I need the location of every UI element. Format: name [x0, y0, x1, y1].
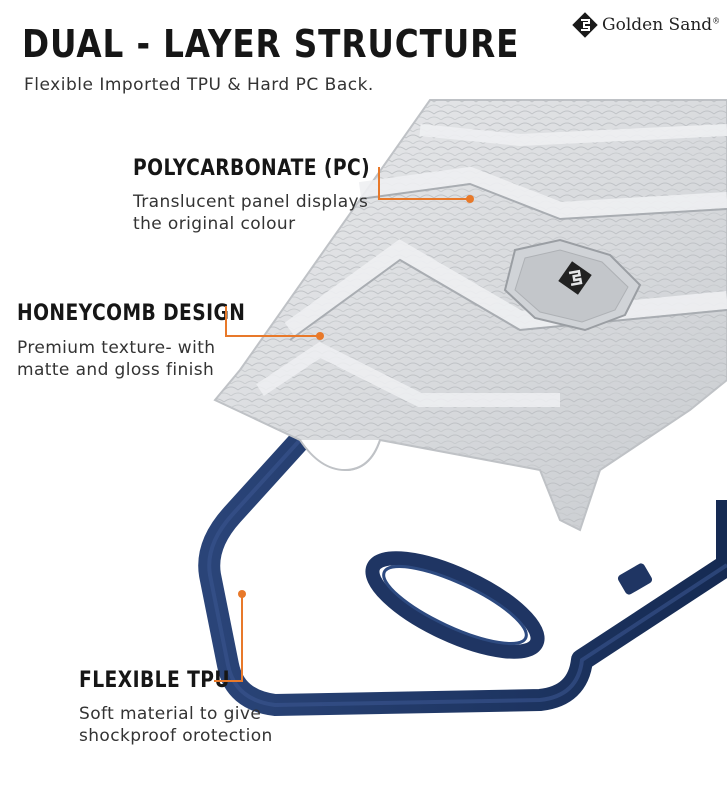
- page-subtitle: Flexible Imported TPU & Hard PC Back.: [24, 75, 374, 95]
- feature-honeycomb-title: HONEYCOMB DESIGN: [17, 301, 246, 326]
- tpu-bumper-frame: [198, 432, 727, 716]
- brand-emblem-icon: [558, 261, 592, 295]
- callout-line-honeycomb-horizontal: [225, 335, 318, 337]
- callout-line-pc-vertical: [378, 167, 380, 199]
- callout-line-tpu-horizontal: [214, 680, 242, 682]
- callout-dot-tpu: [238, 590, 246, 598]
- callout-line-honeycomb-vertical: [225, 306, 227, 336]
- page-title: DUAL - LAYER STRUCTURE: [22, 22, 520, 66]
- feature-pc-desc-line1: Translucent panel displays: [133, 192, 369, 212]
- feature-tpu-description: Soft material to give shockproof orotect…: [79, 703, 273, 747]
- feature-tpu-desc-line2: shockproof orotection: [79, 726, 273, 746]
- golden-sand-logo-icon: [572, 12, 598, 38]
- feature-honeycomb-desc-line1: Premium texture- with: [17, 338, 216, 358]
- feature-honeycomb-description: Premium texture- with matte and gloss fi…: [17, 337, 215, 381]
- pc-back-panel: [213, 99, 727, 532]
- brand-logo: Golden Sand®: [572, 12, 720, 38]
- callout-dot-honeycomb: [316, 332, 324, 340]
- feature-pc-description: Translucent panel displays the original …: [133, 191, 368, 235]
- brand-name: Golden Sand®: [602, 15, 721, 35]
- feature-tpu-desc-line1: Soft material to give: [79, 704, 262, 724]
- callout-dot-pc: [466, 195, 474, 203]
- feature-honeycomb-desc-line2: matte and gloss finish: [17, 360, 215, 380]
- feature-pc-title: POLYCARBONATE (PC): [133, 156, 371, 181]
- registered-mark: ®: [712, 16, 721, 26]
- feature-pc-desc-line2: the original colour: [133, 214, 296, 234]
- callout-line-pc-horizontal: [378, 198, 468, 200]
- feature-tpu-title: FLEXIBLE TPU: [79, 668, 231, 693]
- callout-line-tpu-vertical: [241, 596, 243, 682]
